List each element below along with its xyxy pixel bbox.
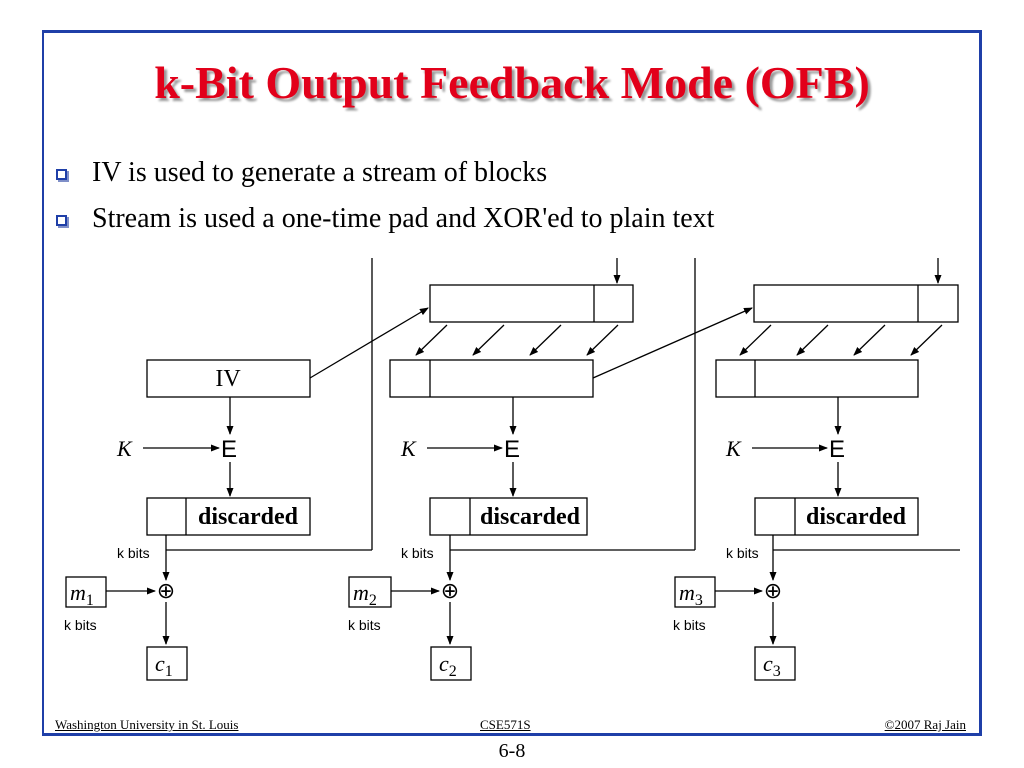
slide-frame <box>42 30 982 736</box>
key-label: K <box>400 436 417 461</box>
plaintext-box <box>65 576 107 608</box>
ciphertext-box <box>754 646 796 681</box>
footer-institution: Washington University in St. Louis <box>55 717 239 732</box>
output-register <box>146 497 311 536</box>
plaintext-label: m1 <box>70 580 94 609</box>
bullet-text: IV is used to generate a stream of block… <box>92 157 548 188</box>
page-number: 6-8 <box>498 740 526 762</box>
encrypt-label: E <box>829 436 845 463</box>
stage-to-shift-arrow <box>592 307 753 379</box>
square-bullet-icon <box>56 215 67 226</box>
footer-copyright: ©2007 Raj Jain <box>884 717 966 732</box>
output-register <box>429 497 588 536</box>
key-label: K <box>725 436 742 461</box>
ciphertext-label: c3 <box>763 651 781 680</box>
iv-label: IV <box>215 366 241 392</box>
ciphertext-label: c2 <box>439 651 457 680</box>
bullet-text: Stream is used a one-time pad and XOR'ed… <box>92 203 715 234</box>
plaintext-label: m2 <box>353 580 377 609</box>
kbits-label: k bits <box>348 617 381 633</box>
shift-arrow <box>415 324 448 356</box>
ciphertext-box <box>430 646 472 681</box>
ciphertext-box <box>146 646 188 681</box>
footer-course: CSE571S <box>480 717 531 732</box>
bullet-item: Stream is used a one-time pad and XOR'ed… <box>54 196 714 242</box>
discarded-label: discarded <box>480 504 581 530</box>
shift-register <box>753 284 959 323</box>
bullet-item: IV is used to generate a stream of block… <box>54 150 714 196</box>
kbits-label: k bits <box>401 545 434 561</box>
xor-icon: ⊕ <box>157 578 175 603</box>
shift-arrow <box>472 324 505 356</box>
shift-arrow <box>910 324 943 356</box>
xor-icon: ⊕ <box>441 578 459 603</box>
input-register <box>389 359 594 398</box>
shift-arrow <box>529 324 562 356</box>
kbits-label: k bits <box>117 545 150 561</box>
iv-register <box>146 359 311 398</box>
xor-icon: ⊕ <box>764 578 782 603</box>
shift-arrow <box>853 324 886 356</box>
kbits-label: k bits <box>64 617 97 633</box>
ciphertext-label: c1 <box>155 651 173 680</box>
bullet-list: IV is used to generate a stream of block… <box>54 150 714 242</box>
slide-title: k-Bit Output Feedback Mode (OFB) <box>154 57 870 108</box>
plaintext-box <box>674 576 716 608</box>
kbits-label: k bits <box>673 617 706 633</box>
output-register <box>754 497 919 536</box>
discarded-label: discarded <box>198 504 299 530</box>
iv-to-shift-arrow <box>309 307 429 379</box>
kbits-label: k bits <box>726 545 759 561</box>
key-label: K <box>116 436 133 461</box>
shift-arrow <box>739 324 772 356</box>
encrypt-label: E <box>504 436 520 463</box>
shift-arrow <box>796 324 829 356</box>
shift-arrow <box>586 324 619 356</box>
input-register <box>715 359 919 398</box>
discarded-label: discarded <box>806 504 907 530</box>
plaintext-label: m3 <box>679 580 703 609</box>
shift-register <box>429 284 634 323</box>
encrypt-label: E <box>221 436 237 463</box>
plaintext-box <box>348 576 392 608</box>
square-bullet-icon <box>56 169 67 180</box>
